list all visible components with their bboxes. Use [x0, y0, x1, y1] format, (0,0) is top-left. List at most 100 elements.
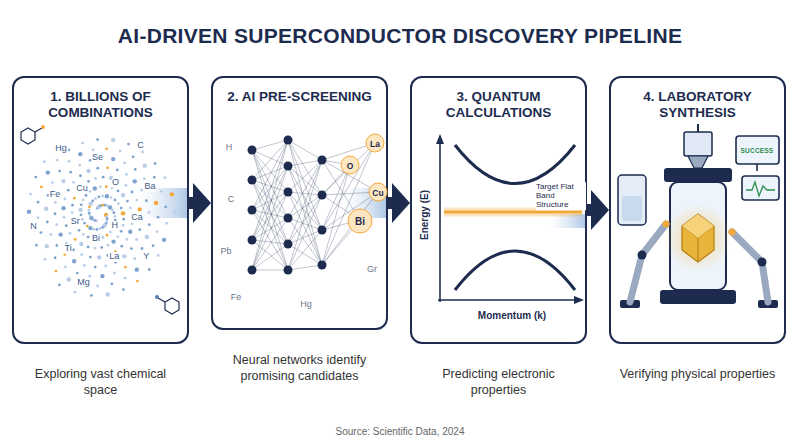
- arrow-head: [193, 183, 211, 223]
- chemical-spiral: [160, 190, 163, 193]
- chemical-spiral: [113, 211, 116, 214]
- chemical-spiral: [97, 255, 101, 259]
- chemical-spiral: [156, 230, 159, 233]
- band-diagram: [444, 211, 582, 214]
- neural-network: [318, 191, 327, 200]
- candidate-element: Cu: [369, 183, 388, 202]
- stage-description: Exploring vast chemical space: [14, 366, 187, 399]
- element-symbol: N: [29, 222, 38, 232]
- lab-apparatus: [688, 156, 708, 168]
- chemical-spiral: [58, 170, 61, 173]
- element-symbol: Sr: [70, 217, 81, 227]
- chemical-spiral: [125, 238, 128, 241]
- chemical-spiral: [140, 189, 143, 192]
- neural-network: [322, 165, 350, 265]
- chemical-spiral: [105, 194, 109, 198]
- chemical-spiral: [71, 211, 74, 214]
- chemical-spiral: [86, 225, 89, 228]
- lab-apparatus: [664, 204, 732, 272]
- chemical-spiral: [164, 176, 167, 179]
- chemical-spiral: [99, 186, 102, 189]
- chemical-spiral: [78, 164, 81, 167]
- neural-network: [252, 140, 288, 150]
- chemical-spiral: [120, 245, 123, 248]
- lab-apparatus: [638, 251, 647, 260]
- neural-network: [288, 265, 322, 270]
- chemical-spiral: [125, 184, 128, 187]
- lab-apparatus: [729, 229, 736, 236]
- chemical-spiral: [88, 212, 91, 215]
- chemical-spiral: [55, 270, 58, 273]
- chemical-spiral: [40, 185, 43, 188]
- element-symbol: La: [108, 252, 120, 262]
- chemical-spiral: [72, 259, 76, 263]
- chemical-spiral: [113, 272, 116, 275]
- chemical-spiral: [131, 191, 134, 194]
- chemical-spiral: [101, 204, 104, 207]
- chemical-spiral: [106, 166, 109, 169]
- chemical-spiral: [45, 244, 49, 248]
- chemical-spiral: [65, 224, 68, 227]
- chemical-spiral: [74, 291, 77, 294]
- chemical-spiral: [107, 244, 110, 247]
- source-caption: Source: Scientific Data, 2024: [0, 426, 800, 437]
- chemical-spiral: [101, 236, 104, 239]
- neural-network: [284, 214, 293, 223]
- chemical-spiral: [135, 267, 139, 271]
- element-symbol: Pb: [219, 247, 232, 257]
- neural-network: [288, 192, 322, 230]
- neural-network: [252, 218, 288, 240]
- flow-arrow: [189, 183, 211, 223]
- chemical-spiral: [101, 195, 104, 198]
- neural-network: [252, 192, 288, 270]
- neural-network: [252, 270, 288, 271]
- chemical-spiral: [80, 213, 83, 216]
- chemical-spiral: [119, 150, 122, 153]
- chemical-spiral: [154, 162, 157, 165]
- chemical-spiral: [69, 232, 72, 235]
- neural-network: [284, 240, 293, 249]
- chemical-spiral: [152, 244, 155, 247]
- stage-panel: 4. LABORATORY SYNTHESISVerifying physica…: [609, 76, 786, 344]
- neural-network: [248, 176, 257, 185]
- chemical-spiral: [94, 266, 97, 269]
- element-symbol: H: [111, 221, 120, 231]
- chemical-spiral: [126, 200, 129, 203]
- band-diagram: [436, 134, 444, 144]
- candidate-element: La: [366, 134, 385, 153]
- chemical-spiral: [122, 254, 126, 258]
- neural-network: [248, 236, 257, 245]
- chemical-spiral: [122, 218, 125, 221]
- neural-network: [288, 195, 322, 270]
- stage-panel: 1. BILLIONS OF COMBINATIONSExploring vas…: [12, 76, 189, 344]
- chemical-spiral: [91, 200, 94, 203]
- chemical-spiral: [54, 256, 57, 259]
- chemical-spiral: [110, 196, 113, 199]
- arrow-head: [392, 183, 410, 223]
- chemical-spiral: [49, 233, 52, 236]
- chemical-spiral: [58, 284, 61, 287]
- chemical-spiral: [54, 201, 57, 204]
- lab-apparatus: [684, 132, 712, 156]
- chemical-spiral: [114, 199, 117, 202]
- chemical-spiral: [71, 204, 74, 207]
- flow-arrow: [587, 190, 609, 230]
- chemical-spiral: [134, 168, 137, 171]
- lab-apparatus: [736, 136, 779, 164]
- chemical-spiral: [76, 272, 79, 275]
- chemical-spiral: [130, 247, 133, 250]
- neural-network: [318, 156, 327, 165]
- band-diagram: [438, 299, 576, 301]
- molecule-icon: [158, 298, 165, 302]
- chemical-spiral: [81, 218, 84, 221]
- lab-apparatus: [742, 176, 779, 200]
- chemical-spiral: [131, 222, 134, 225]
- element-symbol: Se: [91, 153, 104, 163]
- neural-network: [322, 143, 375, 265]
- chemical-spiral: [80, 203, 83, 206]
- chemical-spiral: [94, 197, 97, 200]
- chemical-spiral: [29, 193, 32, 196]
- molecule-icon: [41, 125, 45, 129]
- chemical-spiral: [133, 257, 136, 260]
- neural-network: [288, 160, 322, 244]
